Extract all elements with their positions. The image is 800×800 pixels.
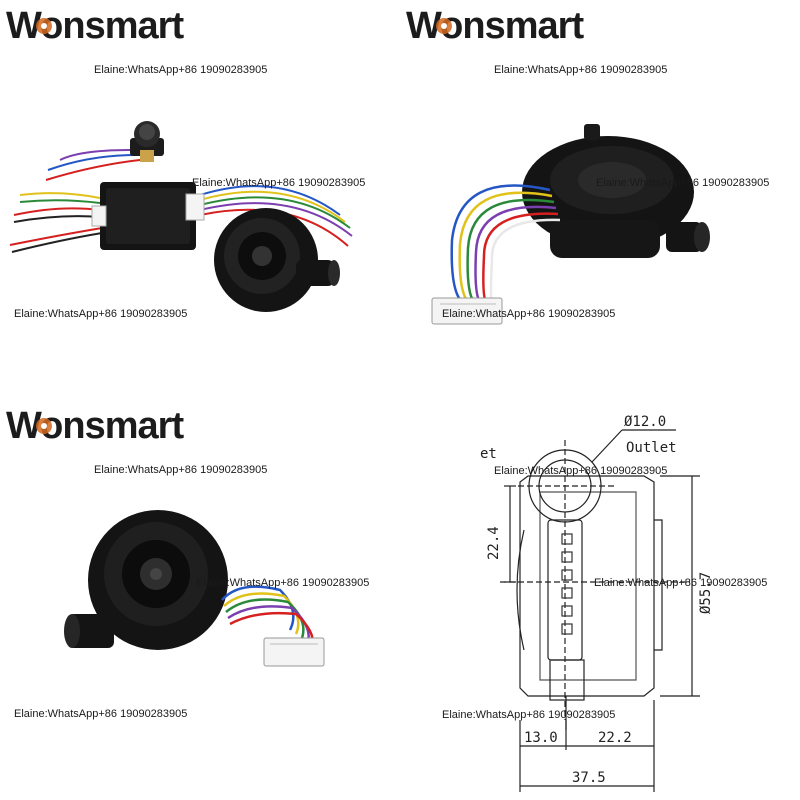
contact-watermark-bottom: Elaine:WhatsApp+86 19090283905	[14, 308, 188, 320]
label-outlet: Outlet	[626, 440, 677, 456]
product-photo-blower-top: Elaine:WhatsApp+86 19090283905	[431, 124, 769, 325]
wire-connector	[263, 637, 325, 667]
dim-height-22-4: 22.4	[486, 526, 502, 560]
contact-watermark-overlay: Elaine:WhatsApp+86 19090283905	[494, 465, 667, 477]
panel-blower-front-view: Wonsmart Elaine:WhatsApp+86 19090283905 …	[0, 400, 400, 800]
contact-watermark-bottom: Elaine:WhatsApp+86 19090283905	[14, 708, 188, 720]
contact-watermark: Elaine:WhatsApp+86 19090283905	[94, 464, 268, 476]
contact-watermark-overlay: Elaine:WhatsApp+86 19090283905	[196, 577, 369, 589]
contact-watermark-bottom: Elaine:WhatsApp+86 19090283905	[442, 308, 616, 320]
panel-blower-top-view: Wonsmart Elaine:WhatsApp+86 19090283905 …	[400, 0, 800, 400]
blower-fan	[64, 510, 228, 650]
wire-harness	[450, 184, 561, 303]
contact-watermark-bottom: Elaine:WhatsApp+86 19090283905	[442, 709, 615, 721]
dim-22-2: 22.2	[598, 730, 632, 746]
wire-harness	[221, 585, 314, 647]
blower-housing	[522, 124, 710, 258]
controller-box	[91, 182, 205, 250]
contact-watermark-overlay: Elaine:WhatsApp+86 19090283905	[596, 177, 769, 189]
dim-13-0: 13.0	[524, 730, 558, 746]
contact-watermark-overlay: Elaine:WhatsApp+86 19090283905	[192, 177, 365, 189]
dimension-drawing: Ø12.0 Outlet et 22.4 Ø55.7 13.0 22.2 37.…	[442, 414, 767, 792]
brand-logo: Wonsmart	[406, 5, 585, 47]
product-photo-controller-blower: Elaine:WhatsApp+86 19090283905	[9, 121, 365, 312]
dim-37-5: 37.5	[572, 770, 606, 786]
brand-logo: Wonsmart	[6, 405, 185, 447]
brand-logo-text: Wonsmart	[6, 405, 184, 447]
contact-watermark: Elaine:WhatsApp+86 19090283905	[494, 64, 668, 76]
dim-diameter-55-7: Ø55.7	[698, 572, 714, 614]
contact-watermark: Elaine:WhatsApp+86 19090283905	[94, 64, 268, 76]
panel-technical-drawing: Ø12.0 Outlet et 22.4 Ø55.7 13.0 22.2 37.…	[400, 400, 800, 800]
contact-watermark-overlay-2: Elaine:WhatsApp+86 19090283905	[594, 577, 767, 589]
blower-fan	[214, 208, 340, 312]
dim-outlet-diameter: Ø12.0	[624, 414, 666, 430]
panel-blower-with-controller: Wonsmart Elaine:WhatsApp+86 19090283905	[0, 0, 400, 400]
brand-logo-text: Wonsmart	[6, 5, 184, 47]
product-photo-blower-front: Elaine:WhatsApp+86 19090283905	[64, 510, 369, 667]
wire-connector	[431, 297, 503, 325]
brand-logo-text: Wonsmart	[406, 5, 584, 47]
label-inlet-fragment: et	[480, 446, 497, 462]
brand-logo: Wonsmart	[6, 5, 185, 47]
potentiometer-knob	[130, 121, 164, 162]
